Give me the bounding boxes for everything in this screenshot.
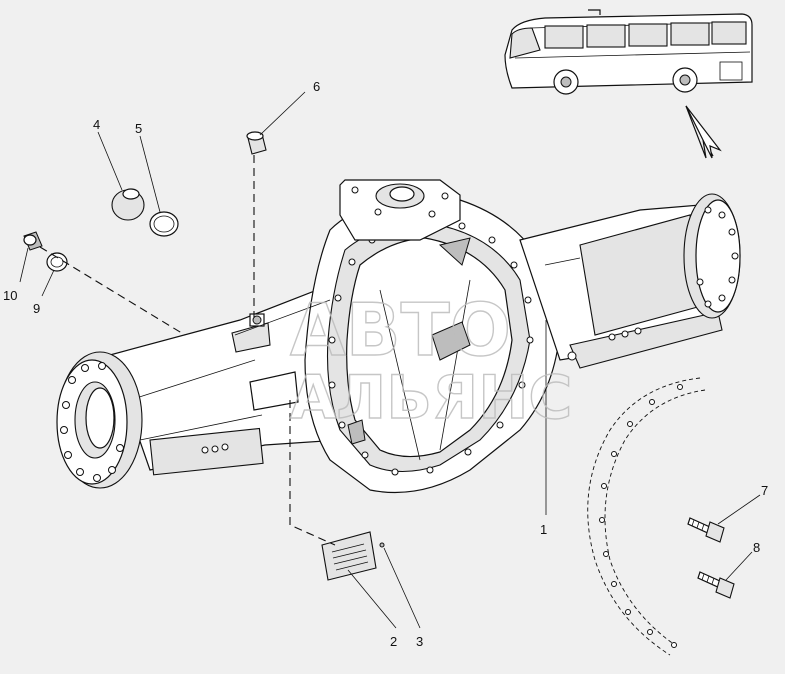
bus-icon <box>504 9 753 95</box>
bolt-part-7 <box>687 517 725 543</box>
watermark: АВТО АЛЬЯНС <box>289 287 573 433</box>
seal-ring-part-5 <box>149 211 179 237</box>
callout-10: 10 <box>3 288 17 303</box>
drain-plug-part-10 <box>23 231 43 251</box>
watermark-line-2: АЛЬЯНС <box>290 363 572 433</box>
callout-3: 3 <box>416 634 423 649</box>
nameplate-part-2 <box>321 531 377 581</box>
callout-1: 1 <box>540 522 547 537</box>
left-hub-flange <box>56 351 143 489</box>
callout-8: 8 <box>753 540 760 555</box>
watermark-line-1: АВТО <box>290 288 511 372</box>
right-hub-flange <box>683 193 741 319</box>
bolt-part-8 <box>697 571 735 599</box>
breather-part-6 <box>246 131 267 155</box>
direction-arrow-icon <box>685 105 722 159</box>
axle-housing <box>56 179 741 494</box>
callout-9: 9 <box>33 301 40 316</box>
rivet-part-3 <box>379 542 385 548</box>
plug-part-4 <box>111 188 145 221</box>
callout-6: 6 <box>313 79 320 94</box>
callout-4: 4 <box>93 117 100 132</box>
callout-2: 2 <box>390 634 397 649</box>
callout-5: 5 <box>135 121 142 136</box>
callout-7: 7 <box>761 483 768 498</box>
gasket <box>587 377 706 656</box>
